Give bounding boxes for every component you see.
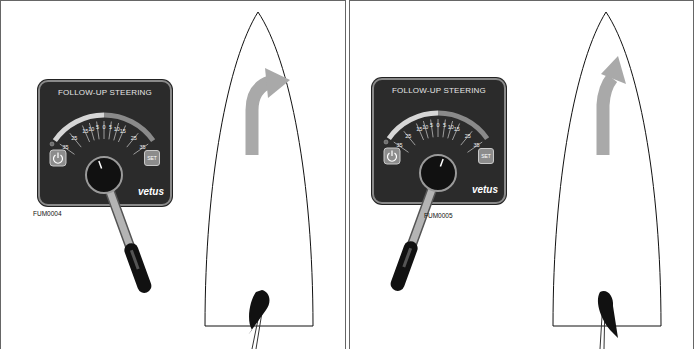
scale-number: 35 xyxy=(396,143,402,149)
boat-hull xyxy=(553,12,661,349)
status-led xyxy=(50,142,54,146)
boat-hull xyxy=(205,12,313,349)
lever-grip xyxy=(131,250,138,269)
scale-number: 10 xyxy=(88,127,94,133)
scale-tick xyxy=(404,131,415,145)
scale-number: 10 xyxy=(114,127,120,133)
scale-number: 10 xyxy=(422,125,428,131)
brand-logo: vetus xyxy=(138,186,164,197)
panel-title: FOLLOW-UP STEERING xyxy=(58,88,152,97)
knob xyxy=(86,157,122,193)
knob xyxy=(420,155,456,191)
scale-tick xyxy=(70,133,81,147)
power-button xyxy=(384,148,400,164)
scale-arc xyxy=(389,113,438,139)
scale-number: 15 xyxy=(416,127,422,133)
scale-number: 25 xyxy=(405,134,411,140)
figure-code: FUM0005 xyxy=(424,212,453,219)
lever-grip xyxy=(404,248,411,267)
lever-grip xyxy=(398,248,411,284)
scale-arc xyxy=(104,115,153,141)
frame xyxy=(350,1,694,349)
control-panel: FOLLOW-UP STEERING3525151050510152535SET… xyxy=(38,80,172,206)
scale-number: 15 xyxy=(82,129,88,135)
figure-code: FUM0004 xyxy=(33,210,62,217)
scale-number: 5 xyxy=(109,126,112,132)
scale-number: 15 xyxy=(120,129,126,135)
power-button xyxy=(50,150,66,166)
knob-pointer xyxy=(440,159,443,167)
status-led xyxy=(384,140,388,144)
scale-tick xyxy=(127,133,138,147)
set-button: SET xyxy=(144,150,160,166)
button-label: SET xyxy=(147,156,157,161)
scale-number: 0 xyxy=(102,125,105,131)
scale-tick xyxy=(461,131,472,145)
scale-number: 5 xyxy=(96,126,99,132)
scale-number: 25 xyxy=(465,134,471,140)
scale-number: 15 xyxy=(454,127,460,133)
scale-number: 0 xyxy=(436,123,439,129)
frame xyxy=(1,1,346,349)
lever-grip xyxy=(131,250,144,286)
power-icon xyxy=(391,151,392,157)
scale-tick xyxy=(97,122,99,140)
scale-number: 5 xyxy=(430,124,433,130)
scale-tick xyxy=(109,122,111,140)
scale-number: 5 xyxy=(443,124,446,130)
scale-number: 25 xyxy=(71,136,77,142)
control-panel: FOLLOW-UP STEERING3525151050510152535SET… xyxy=(372,78,506,204)
scale-tick xyxy=(443,120,445,138)
set-button: SET xyxy=(478,148,494,164)
button-label: SET xyxy=(481,154,491,159)
scale-number: 10 xyxy=(448,125,454,131)
scale-arc xyxy=(55,115,104,141)
panel-title: FOLLOW-UP STEERING xyxy=(392,86,486,95)
knob-pointer xyxy=(99,161,102,169)
power-icon xyxy=(57,153,58,159)
scale-tick xyxy=(431,120,433,138)
scale-arc xyxy=(438,113,487,139)
scale-number: 35 xyxy=(62,145,68,151)
brand-logo: vetus xyxy=(472,184,498,195)
scale-number: 25 xyxy=(131,136,137,142)
